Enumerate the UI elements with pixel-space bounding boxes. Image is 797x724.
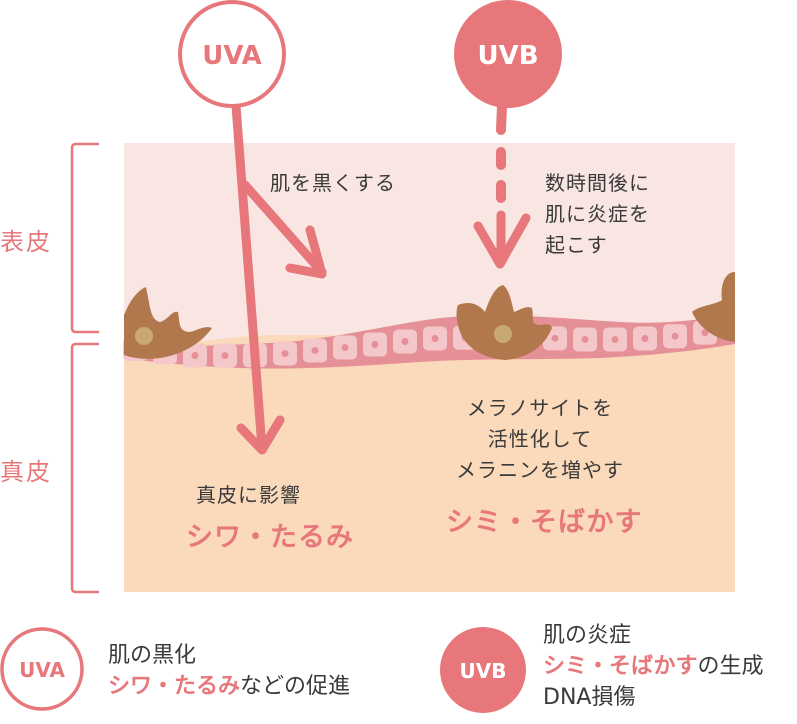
note-line: メラノサイトを xyxy=(466,396,614,420)
legend-uvb-line2: シミ・そばかすの生成 xyxy=(543,651,763,682)
uvb-dermis-effect: シミ・そばかす xyxy=(446,507,643,538)
cell-nucleus xyxy=(701,329,709,337)
legend-uvb-emphasis: シミ・そばかす xyxy=(543,654,698,679)
melanocyte-left xyxy=(124,287,212,359)
cell-nucleus xyxy=(281,350,289,357)
cell-nucleus xyxy=(371,341,379,348)
dermis-bracket xyxy=(70,342,99,594)
note-line: 活性化して xyxy=(487,427,593,451)
epidermis-bracket xyxy=(70,142,99,334)
cell-nucleus xyxy=(611,336,619,343)
legend-uva-badge: UVA xyxy=(0,627,84,711)
melanocyte-center xyxy=(456,285,552,360)
legend-uva-badge-label: UVA xyxy=(19,658,65,682)
cell-nucleus xyxy=(671,332,679,340)
epidermis-label: 表皮 xyxy=(0,228,52,256)
uvb-dermis-note: メラノサイトを 活性化して メラニンを増やす xyxy=(435,393,645,486)
legend-uvb-text: 肌の炎症 シミ・そばかすの生成 DNA損傷 xyxy=(543,620,763,713)
cell-nucleus xyxy=(431,335,439,342)
cell-nucleus xyxy=(401,338,409,345)
cell-nucleus xyxy=(341,344,349,351)
uva-dermis-effect: シワ・たるみ xyxy=(186,522,354,553)
legend-uvb-line1: 肌の炎症 xyxy=(543,623,632,648)
note-line: 数時間後に xyxy=(545,171,650,195)
note-line: メラニンを増やす xyxy=(456,458,624,482)
uva-epidermis-note: 肌を黒くする xyxy=(270,171,396,195)
uvb-badge: UVB xyxy=(454,0,562,108)
uva-arrow xyxy=(231,101,327,455)
legend-uva-text: 肌の黒化 シワ・たるみなどの促進 xyxy=(108,640,350,702)
uvb-epidermis-note: 数時間後に 肌に炎症を 起こす xyxy=(545,168,650,261)
legend-uvb-badge-label: UVB xyxy=(460,659,507,683)
legend-uva-rest: などの促進 xyxy=(240,674,351,699)
legend-uvb-badge: UVB xyxy=(440,627,526,713)
legend-uvb-line3: DNA損傷 xyxy=(543,685,636,710)
uva-dermis-note: 真皮に影響 xyxy=(196,483,301,507)
uvb-arrow xyxy=(473,101,531,269)
legend-uva-line2: シワ・たるみなどの促進 xyxy=(108,671,350,702)
legend-uvb-rest: の生成 xyxy=(697,654,764,679)
uva-badge-label: UVA xyxy=(202,41,262,71)
cell-nucleus xyxy=(551,334,559,342)
note-line: 起こす xyxy=(545,233,608,257)
uva-badge: UVA xyxy=(178,0,286,108)
dermis-label: 真皮 xyxy=(0,458,52,486)
note-line: 肌に炎症を xyxy=(545,202,650,226)
epidermis-layer xyxy=(124,143,735,350)
uvb-badge-label: UVB xyxy=(477,41,538,71)
cell-nucleus xyxy=(221,352,229,360)
cell-nucleus xyxy=(581,335,589,343)
cell-nucleus xyxy=(641,335,649,342)
cell-nucleus xyxy=(191,351,199,359)
legend-uva-line1: 肌の黒化 xyxy=(108,643,197,668)
legend-uva-emphasis: シワ・たるみ xyxy=(108,674,241,699)
cell-nucleus xyxy=(311,347,319,354)
melanocyte-right xyxy=(692,272,735,342)
